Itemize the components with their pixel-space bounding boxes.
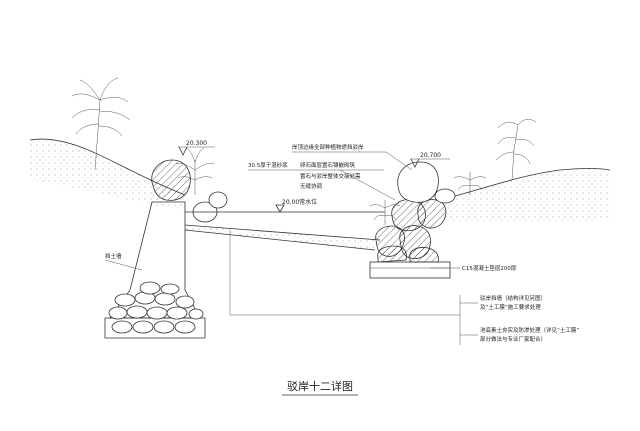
drawing-title: 驳岸十二详图 bbox=[282, 379, 358, 396]
elevation-right: 20.700 bbox=[410, 152, 450, 168]
water-level-label: 20.00常水位 bbox=[282, 198, 317, 206]
annotation-base: C15混凝土垫层200厚 bbox=[430, 264, 517, 272]
stone-note-2: 置石与驳岸整体交接处需 bbox=[300, 172, 361, 180]
elevation-left-label: 20.300 bbox=[186, 140, 207, 147]
water-level: 20.00常水位 bbox=[185, 198, 385, 213]
annotation-retaining-wall: 挡土墙 bbox=[104, 252, 143, 271]
plant-stone-shrub bbox=[369, 200, 401, 225]
pond-bottom bbox=[184, 224, 381, 251]
callout-1-line-1: 驳岸挡墙（结构详见另图） bbox=[480, 294, 546, 302]
callout-1-line-2: 及“土工膜”施工要求处理 bbox=[480, 303, 541, 311]
foundation-cobbles bbox=[108, 281, 204, 334]
plant-left-shrub bbox=[175, 147, 215, 195]
callout-2-line-1: 池底素土夯实及防渗处理（详见“土工膜” bbox=[480, 326, 579, 334]
plant-right-shrub bbox=[453, 172, 487, 195]
plant-left-palm bbox=[71, 77, 131, 171]
left-boulders bbox=[151, 159, 228, 223]
right-bank bbox=[439, 168, 611, 222]
title-text: 驳岸十二详图 bbox=[287, 379, 353, 393]
planting-note: 岸顶边缘全部种植物遮挡驳岸 bbox=[292, 143, 364, 151]
annotation-stone: 30.5厚干混砂浆 卵石面层置石镶嵌砌筑 置石与驳岸整体交接处需 无缝协调 bbox=[248, 161, 396, 201]
stone-note-3: 无缝协调 bbox=[300, 182, 323, 190]
elevation-left: 20.300 bbox=[178, 140, 215, 156]
annotation-planting: 岸顶边缘全部种植物遮挡驳岸 bbox=[292, 143, 413, 171]
elevation-right-label: 20.700 bbox=[420, 152, 441, 159]
gravel-note: 30.5厚干混砂浆 bbox=[248, 161, 288, 169]
callout-2-line-2: 部分做法与专业厂家配合） bbox=[480, 335, 546, 343]
callouts: 驳岸挡墙（结构详见另图） 及“土工膜”施工要求处理 池底素土夯实及防渗处理（详见… bbox=[229, 230, 579, 345]
base-note: C15混凝土垫层200厚 bbox=[462, 264, 517, 272]
stone-note-1: 卵石面层置石镶嵌砌筑 bbox=[300, 161, 356, 169]
plant-right-tree bbox=[495, 119, 537, 181]
right-stone-stack bbox=[369, 161, 456, 279]
retaining-wall-label: 挡土墙 bbox=[105, 252, 122, 260]
